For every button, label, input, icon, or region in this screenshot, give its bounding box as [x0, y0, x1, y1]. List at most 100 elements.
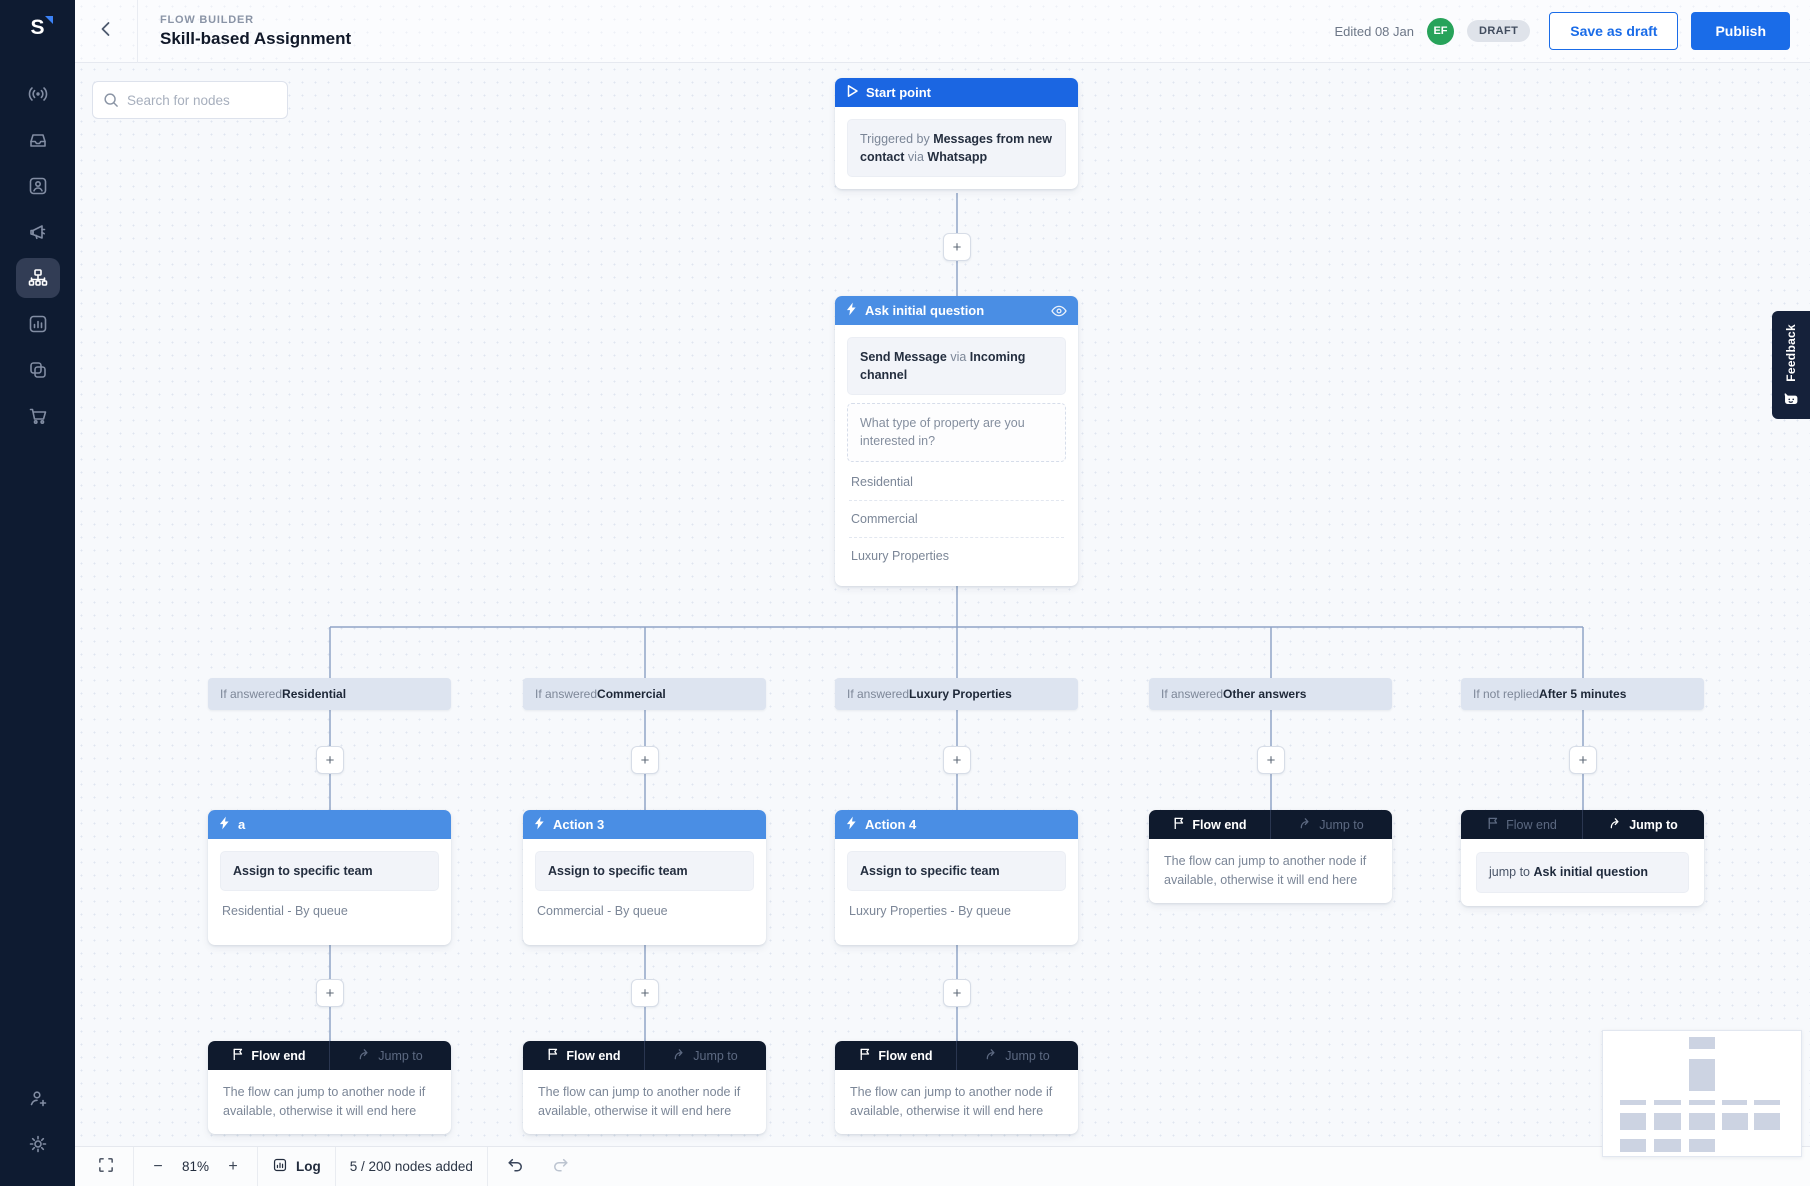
- tab-jump-to[interactable]: Jump to: [1582, 810, 1704, 839]
- sidebar-item-broadcast[interactable]: [16, 74, 60, 114]
- fit-view-button[interactable]: [93, 1152, 119, 1181]
- node-title: a: [238, 817, 246, 832]
- node-flow-end-commercial[interactable]: Flow end Jump to The flow can jump to an…: [523, 1041, 766, 1134]
- node-ask-header: Ask initial question: [835, 296, 1078, 325]
- sidebar-item-flow-builder[interactable]: [15, 258, 60, 298]
- tab-flow-end[interactable]: Flow end: [1149, 810, 1270, 839]
- add-node-button[interactable]: +: [943, 746, 971, 774]
- tab-flow-end[interactable]: Flow end: [835, 1041, 956, 1070]
- sidebar-item-invite-user[interactable]: [16, 1078, 60, 1118]
- node-search: [92, 81, 288, 119]
- lightning-icon: [534, 816, 545, 833]
- eye-icon[interactable]: [1051, 305, 1067, 317]
- node-title: Ask initial question: [865, 303, 985, 318]
- zoom-out-button[interactable]: −: [148, 1158, 168, 1176]
- sidebar-item-commerce[interactable]: [16, 396, 60, 436]
- node-flow-end-residential[interactable]: Flow end Jump to The flow can jump to an…: [208, 1041, 451, 1134]
- action-summary: Assign to specific team: [548, 864, 688, 878]
- sidebar-item-analytics[interactable]: [16, 304, 60, 344]
- answer-option[interactable]: Commercial: [849, 499, 1064, 537]
- node-title: Action 4: [865, 817, 917, 832]
- node-action-3[interactable]: Action 3 Assign to specific team Commerc…: [523, 810, 766, 945]
- zoom-in-button[interactable]: +: [223, 1158, 243, 1176]
- condition-label-residential[interactable]: If answered Residential: [208, 678, 451, 710]
- minimap[interactable]: [1602, 1030, 1802, 1157]
- add-node-button[interactable]: +: [316, 979, 344, 1007]
- redo-button[interactable]: [548, 1153, 574, 1180]
- integrations-icon: [27, 359, 49, 381]
- sidebar-item-inbox[interactable]: [16, 120, 60, 160]
- top-bar: FLOW BUILDER Skill-based Assignment Edit…: [75, 0, 1810, 63]
- feedback-label: Feedback: [1784, 323, 1798, 382]
- start-trigger-summary: Triggered by Messages from new contact v…: [847, 119, 1066, 178]
- flag-icon: [1172, 816, 1185, 833]
- tab-flow-end[interactable]: Flow end: [1461, 810, 1582, 839]
- connector-wires: [329, 193, 1584, 1041]
- tab-flow-end[interactable]: Flow end: [208, 1041, 329, 1070]
- tab-flow-end[interactable]: Flow end: [523, 1041, 644, 1070]
- add-node-button[interactable]: +: [1569, 746, 1597, 774]
- jump-to-icon: [358, 1048, 371, 1064]
- publish-button[interactable]: Publish: [1691, 12, 1790, 50]
- add-node-button[interactable]: +: [631, 746, 659, 774]
- add-node-button[interactable]: +: [943, 233, 971, 261]
- add-node-button[interactable]: +: [316, 746, 344, 774]
- node-ask-initial-question[interactable]: Ask initial question Send Message via In…: [835, 296, 1078, 586]
- sidebar-item-contacts[interactable]: [16, 166, 60, 206]
- condition-label-commercial[interactable]: If answered Commercial: [523, 678, 766, 710]
- node-action-a[interactable]: a Assign to specific team Residential - …: [208, 810, 451, 945]
- contacts-icon: [27, 175, 49, 197]
- inbox-icon: [27, 129, 49, 151]
- nodes-count: 5 / 200 nodes added: [349, 1159, 473, 1174]
- flag-icon: [858, 1047, 871, 1064]
- tab-jump-to[interactable]: Jump to: [329, 1041, 451, 1070]
- condition-label-other[interactable]: If answered Other answers: [1149, 678, 1392, 710]
- add-node-button[interactable]: +: [631, 979, 659, 1007]
- search-icon: [102, 91, 120, 114]
- tab-jump-to[interactable]: Jump to: [956, 1041, 1078, 1070]
- feedback-tab[interactable]: Feedback: [1772, 311, 1810, 419]
- save-as-draft-button[interactable]: Save as draft: [1549, 12, 1679, 50]
- action-detail: Residential - By queue: [222, 904, 348, 919]
- tab-jump-to[interactable]: Jump to: [644, 1041, 766, 1070]
- node-flow-end-luxury[interactable]: Flow end Jump to The flow can jump to an…: [835, 1041, 1078, 1134]
- action-summary: Assign to specific team: [860, 864, 1000, 878]
- action-detail: Luxury Properties - By queue: [849, 904, 1011, 919]
- back-button[interactable]: [75, 0, 137, 63]
- redo-icon: [552, 1157, 570, 1176]
- page-title: Skill-based Assignment: [160, 28, 352, 48]
- tab-jump-to[interactable]: Jump to: [1270, 810, 1392, 839]
- node-title: Action 3: [553, 817, 605, 832]
- send-message-summary: Send Message via Incoming channel: [847, 337, 1066, 396]
- node-flow-end-other[interactable]: Flow end Jump to The flow can jump to an…: [1149, 810, 1392, 903]
- add-node-button[interactable]: +: [1257, 746, 1285, 774]
- status-badge: DRAFT: [1466, 20, 1531, 42]
- node-start-header: Start point: [835, 78, 1078, 107]
- condition-label-not-replied[interactable]: If not replied After 5 minutes: [1461, 678, 1704, 710]
- answer-option[interactable]: Luxury Properties: [849, 536, 1064, 574]
- flag-icon: [231, 1047, 244, 1064]
- settings-icon: [27, 1133, 49, 1155]
- sidebar-item-settings[interactable]: [16, 1124, 60, 1164]
- log-button[interactable]: Log: [272, 1157, 321, 1176]
- answer-option[interactable]: Residential: [851, 474, 913, 489]
- sidebar-item-campaigns[interactable]: [16, 212, 60, 252]
- condition-label-luxury[interactable]: If answered Luxury Properties: [835, 678, 1078, 710]
- node-action-4[interactable]: Action 4 Assign to specific team Luxury …: [835, 810, 1078, 945]
- flow-canvas[interactable]: Start point Triggered by Messages from n…: [75, 63, 1810, 1186]
- sidebar-item-integrations[interactable]: [16, 350, 60, 390]
- node-start-point[interactable]: Start point Triggered by Messages from n…: [835, 78, 1078, 190]
- avatar[interactable]: EF: [1426, 17, 1454, 45]
- main-area: FLOW BUILDER Skill-based Assignment Edit…: [75, 0, 1810, 1186]
- play-icon: [846, 84, 858, 101]
- fit-view-icon: [97, 1156, 115, 1177]
- undo-button[interactable]: [502, 1153, 528, 1180]
- add-node-button[interactable]: +: [943, 979, 971, 1007]
- node-jump-to-ask[interactable]: Flow end Jump to jump to Ask initial que…: [1461, 810, 1704, 906]
- app-logo[interactable]: S: [30, 16, 53, 39]
- jump-to-icon: [1609, 817, 1622, 833]
- flag-icon: [546, 1047, 559, 1064]
- flow-end-description: The flow can jump to another node if ava…: [850, 1085, 1053, 1118]
- search-input[interactable]: [92, 81, 288, 119]
- broadcast-icon: [27, 83, 49, 105]
